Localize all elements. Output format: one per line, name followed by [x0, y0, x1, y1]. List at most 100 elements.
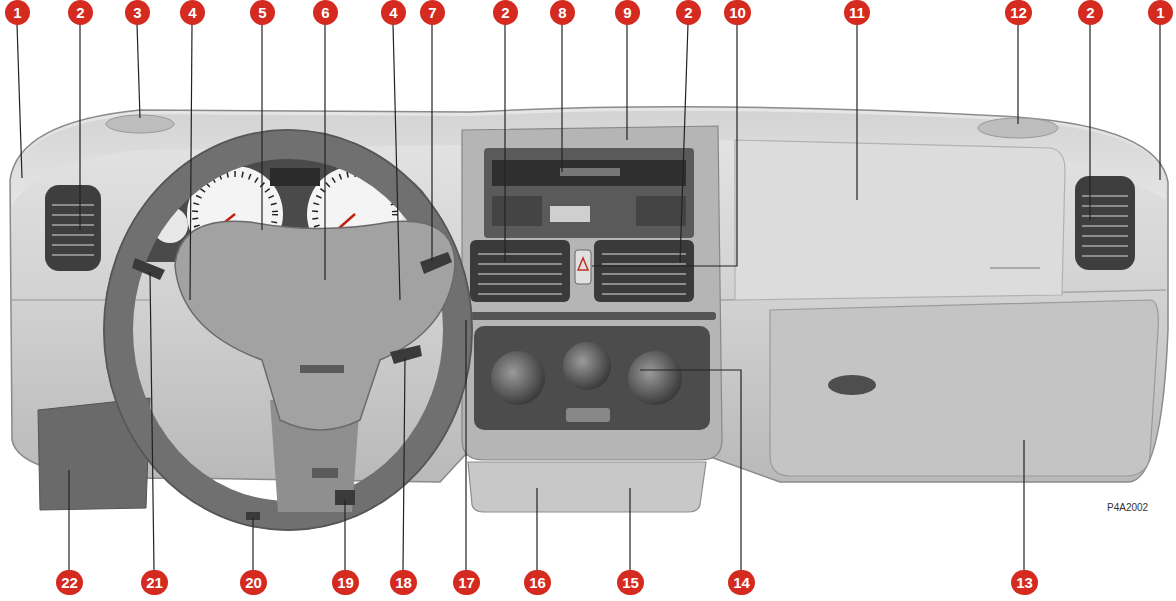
- callout-number: 10: [724, 0, 751, 25]
- callout-text: 17: [458, 574, 475, 591]
- air-vent: [45, 185, 101, 271]
- center-console: [636, 196, 686, 226]
- callout-number: 17: [453, 570, 480, 595]
- callout-number: 4: [381, 0, 406, 25]
- callout-number: 1: [5, 0, 30, 25]
- storage-tray: [468, 462, 706, 512]
- leader-line: [79, 24, 80, 230]
- steering-wheel: [104, 130, 472, 530]
- storage-tray: [468, 462, 706, 512]
- leader-line: [1023, 440, 1024, 570]
- callout-text: 13: [1016, 574, 1033, 591]
- climate-controls: [474, 326, 710, 430]
- callout-text: 14: [733, 574, 750, 591]
- callout-number: 2: [68, 0, 93, 25]
- leader-line: [592, 24, 737, 266]
- callout-number: 3: [125, 0, 150, 25]
- control-stalk: [420, 252, 452, 274]
- climate-controls: [563, 342, 611, 390]
- leader-line: [431, 24, 432, 262]
- callout-number: 11: [844, 0, 870, 25]
- figure-code: P4A2002: [1107, 502, 1148, 513]
- callout-text: 3: [133, 4, 141, 21]
- leader-line: [344, 500, 345, 570]
- callout-number: 4: [180, 0, 205, 25]
- leader-line: [465, 320, 466, 570]
- leader-line: [629, 488, 630, 570]
- callout-number: 2: [676, 0, 701, 25]
- center-console: [575, 250, 591, 284]
- leader-line: [504, 24, 505, 262]
- callout-text: 2: [76, 4, 84, 21]
- callout-number: 19: [332, 570, 359, 595]
- dashboard-body: [10, 107, 1168, 482]
- callout-text: 22: [61, 574, 78, 591]
- leader-line: [17, 24, 22, 178]
- air-vent: [1075, 176, 1135, 270]
- passenger-airbag-panel: [735, 140, 1065, 300]
- callout-number: 6: [313, 0, 338, 25]
- leader-line: [403, 358, 405, 570]
- leader-line: [190, 24, 192, 300]
- center-console: [466, 312, 716, 320]
- center-console: [560, 168, 620, 176]
- callout-text: 2: [501, 4, 509, 21]
- leader-line: [252, 518, 253, 570]
- climate-controls: [566, 408, 610, 422]
- leader-line: [536, 488, 537, 570]
- climate-controls: [628, 351, 682, 405]
- leader-line: [68, 470, 69, 570]
- center-console: [492, 160, 686, 186]
- callout-text: 15: [622, 574, 639, 591]
- leader-line: [150, 272, 154, 570]
- callout-text: 7: [428, 4, 436, 21]
- callout-number: 9: [615, 0, 640, 25]
- callout-number: 15: [617, 570, 644, 595]
- callout-number: 1: [1148, 0, 1173, 25]
- climate-controls: [474, 326, 710, 430]
- steering-wheel: [118, 144, 458, 516]
- air-vent: [52, 205, 94, 255]
- center-console: [594, 240, 694, 302]
- steering-wheel: [300, 365, 344, 373]
- callout-text: 6: [321, 4, 329, 21]
- leader-line: [856, 24, 857, 200]
- control-stalk: [132, 258, 165, 280]
- callout-number: 12: [1005, 0, 1032, 25]
- passenger-airbag-panel: [735, 140, 1065, 300]
- leader-line: [1089, 24, 1090, 220]
- air-vent: [1082, 196, 1128, 256]
- callout-text: 12: [1010, 4, 1027, 21]
- steering-wheel: [175, 221, 455, 430]
- instrument-cluster: [270, 168, 320, 186]
- control-stalk: [390, 345, 422, 364]
- center-console: [550, 206, 590, 222]
- climate-controls: [491, 351, 545, 405]
- callout-text: 4: [389, 4, 397, 21]
- callout-text: 1: [13, 4, 21, 21]
- passenger-airbag-panel: [990, 267, 1040, 269]
- leader-line: [393, 24, 400, 300]
- callout-number: 14: [728, 570, 755, 595]
- center-console: [578, 258, 588, 270]
- center-console: [492, 196, 542, 226]
- callout-number: 16: [524, 570, 551, 595]
- callout-text: 2: [684, 4, 692, 21]
- callout-number: 8: [550, 0, 575, 25]
- callout-text: 4: [188, 4, 196, 21]
- callout-text: 20: [245, 574, 262, 591]
- callout-text: 16: [529, 574, 546, 591]
- leader-line: [137, 24, 140, 118]
- leader-line: [626, 24, 627, 140]
- callout-text: 18: [395, 574, 412, 591]
- leader-line: [1017, 24, 1018, 124]
- callout-text: 5: [258, 4, 266, 21]
- callout-number: 22: [56, 570, 83, 595]
- callout-number: 5: [250, 0, 275, 25]
- callout-text: 9: [623, 4, 631, 21]
- glovebox: [770, 300, 1158, 476]
- callout-number: 7: [420, 0, 445, 25]
- callout-number: 2: [493, 0, 518, 25]
- leader-line: [561, 24, 562, 172]
